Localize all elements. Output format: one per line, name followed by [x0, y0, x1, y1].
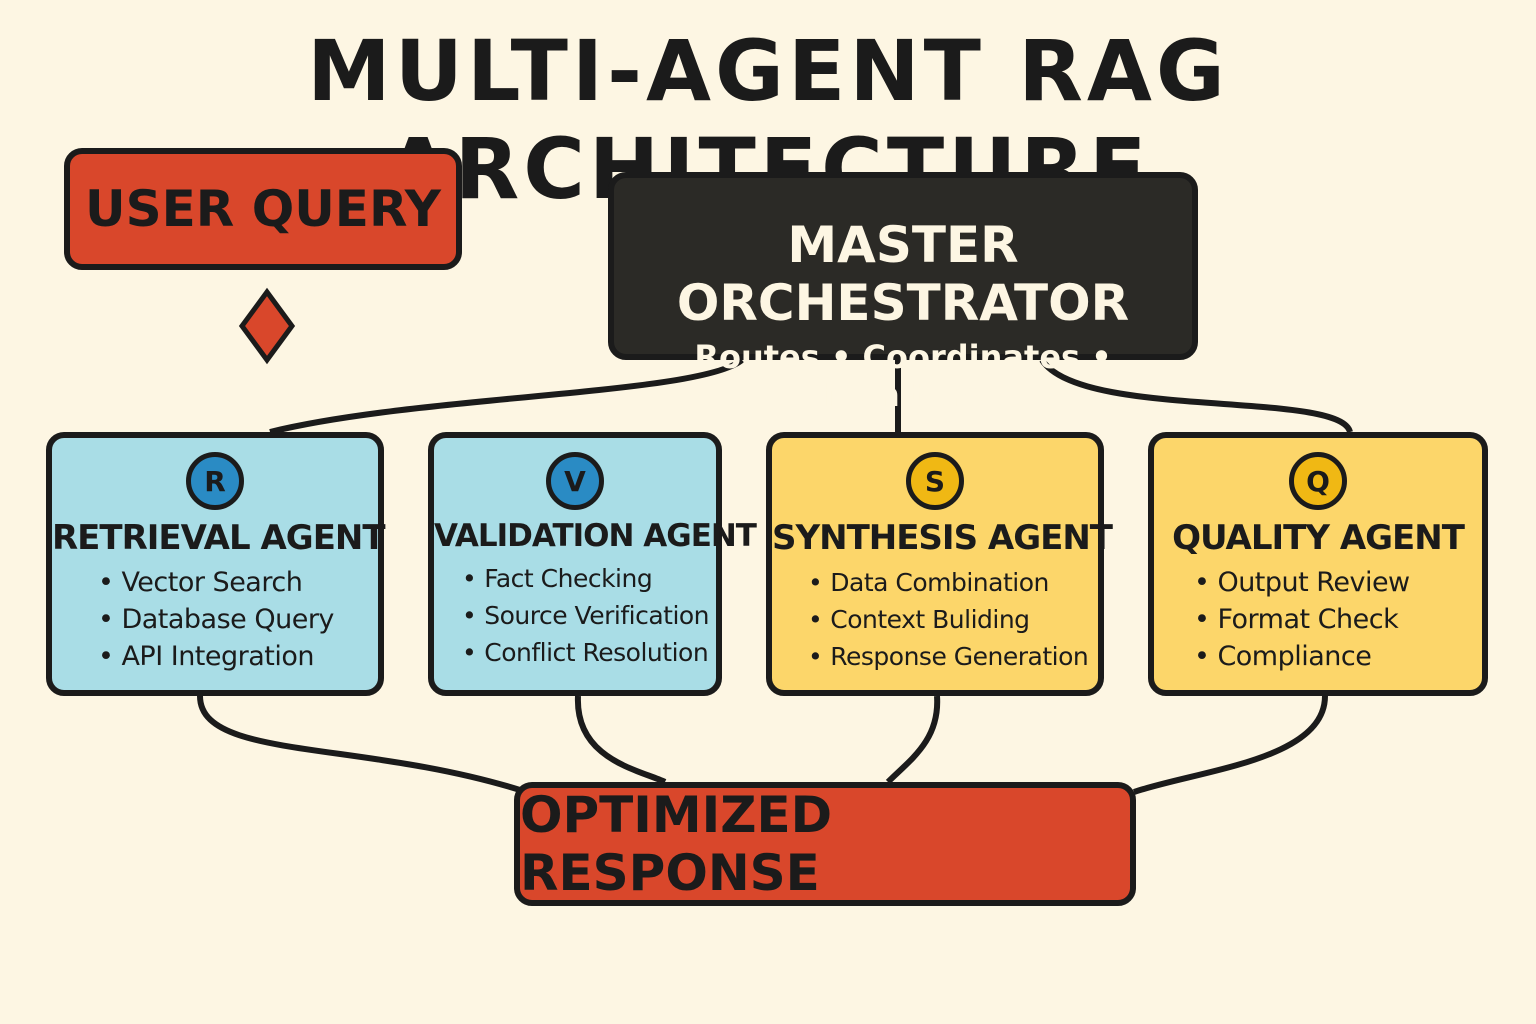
quality-badge-icon: Q — [1289, 452, 1347, 510]
connector-validation-response — [574, 695, 667, 785]
list-item: Conflict Resolution — [462, 634, 716, 671]
diamond-icon — [238, 287, 296, 365]
connector-synthesis-response — [885, 695, 941, 785]
agent-capability-list: Data Combination Context Buliding Respon… — [772, 564, 1098, 675]
agent-capability-list: Vector Search Database Query API Integra… — [52, 564, 378, 675]
list-item: API Integration — [98, 638, 378, 675]
page-title: MULTI-AGENT RAG ARCHITECTURE — [307, 22, 1229, 218]
quality-agent-box: Q QUALITY AGENT Output Review Format Che… — [1148, 432, 1488, 696]
list-item: Context Buliding — [808, 601, 1098, 638]
retrieval-badge-icon: R — [186, 452, 244, 510]
list-item: Fact Checking — [462, 560, 716, 597]
validation-agent-box: V VALIDATION AGENT Fact Checking Source … — [428, 432, 757, 696]
list-item: Compliance — [1194, 638, 1482, 675]
user-query-box: USER QUERY — [64, 148, 462, 270]
connector-retrieval-response — [197, 695, 521, 793]
optimized-response-box: OPTIMIZED RESPONSE — [514, 782, 1136, 906]
orchestrator-subtitle: Routes • Coordinates • Monitors — [694, 338, 1112, 414]
agent-capability-list: Fact Checking Source Verification Confli… — [434, 560, 716, 671]
list-item: Response Generation — [808, 638, 1098, 675]
list-item: Vector Search — [98, 564, 378, 601]
synthesis-badge-icon: S — [906, 452, 964, 510]
agent-capability-list: Output Review Format Check Compliance — [1154, 564, 1482, 675]
connector-orchestrator-quality — [1039, 358, 1353, 434]
validation-badge-icon: V — [546, 452, 604, 510]
user-query-label: USER QUERY — [85, 180, 441, 238]
connector-quality-response — [1133, 695, 1328, 795]
optimized-response-label: OPTIMIZED RESPONSE — [520, 786, 833, 902]
list-item: Output Review — [1194, 564, 1482, 601]
orchestrator-box: MASTER ORCHESTRATOR Routes • Coordinates… — [608, 172, 1198, 414]
agent-name: QUALITY AGENT — [1172, 518, 1465, 558]
agent-name: RETRIEVAL AGENT — [52, 518, 386, 558]
list-item: Source Verification — [462, 597, 716, 634]
connector-orchestrator-retrieval — [269, 357, 744, 435]
retrieval-agent-box: R RETRIEVAL AGENT Vector Search Database… — [46, 432, 386, 696]
list-item: Format Check — [1194, 601, 1482, 638]
orchestrator-title: MASTER ORCHESTRATOR — [676, 216, 1130, 332]
agent-name: VALIDATION AGENT — [434, 518, 757, 554]
synthesis-agent-box: S SYNTHESIS AGENT Data Combination Conte… — [766, 432, 1113, 696]
list-item: Database Query — [98, 601, 378, 638]
list-item: Data Combination — [808, 564, 1098, 601]
agent-name: SYNTHESIS AGENT — [772, 518, 1113, 558]
